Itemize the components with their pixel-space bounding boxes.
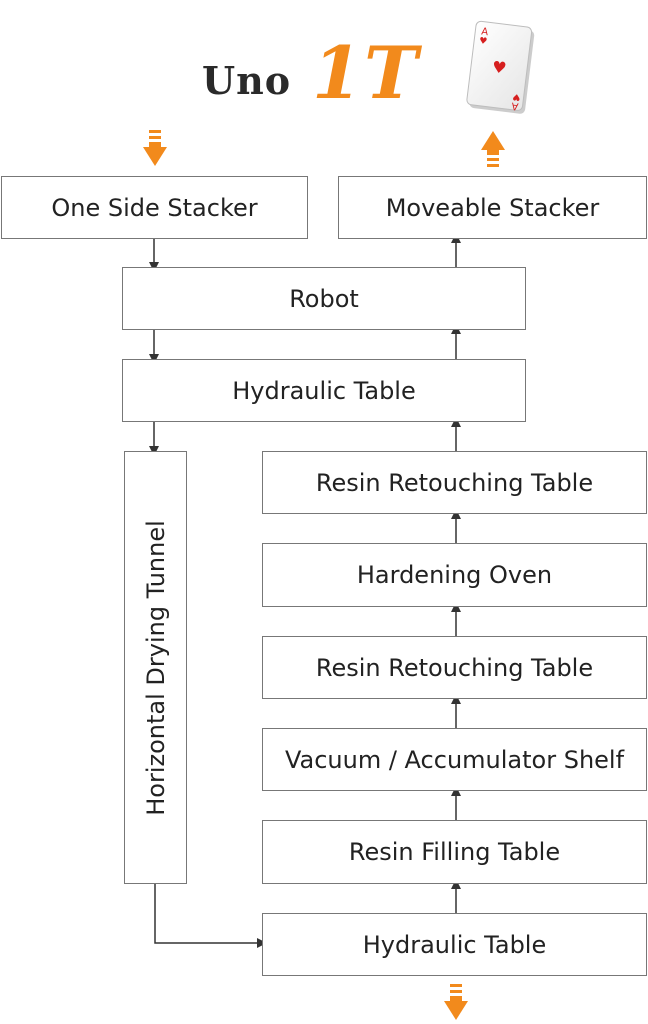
- node-moveable-stacker-label: Moveable Stacker: [385, 193, 600, 222]
- node-resin-retouching-table-1: Resin Retouching Table: [262, 451, 647, 514]
- bottom-output-arrow-icon: [444, 984, 468, 1020]
- node-hydraulic-table-top-label: Hydraulic Table: [232, 376, 416, 405]
- card-suit-center: ♥: [491, 57, 508, 78]
- node-hydraulic-table-top: Hydraulic Table: [122, 359, 526, 422]
- node-hydraulic-table-bottom: Hydraulic Table: [262, 913, 647, 976]
- title-prefix: Uno: [202, 58, 292, 103]
- node-one-side-stacker-label: One Side Stacker: [51, 193, 258, 222]
- node-vacuum-accumulator-shelf: Vacuum / Accumulator Shelf: [262, 728, 647, 791]
- node-robot-label: Robot: [289, 284, 359, 313]
- node-resin-retouching-table-2-label: Resin Retouching Table: [315, 653, 594, 682]
- node-one-side-stacker: One Side Stacker: [1, 176, 308, 239]
- output-arrow-icon: [481, 131, 505, 167]
- node-vacuum-accumulator-shelf-label: Vacuum / Accumulator Shelf: [284, 745, 625, 774]
- ace-of-hearts-card-icon: A ♥ ♥ A ♥: [466, 20, 535, 114]
- node-hydraulic-table-bottom-label: Hydraulic Table: [362, 930, 547, 959]
- node-horizontal-drying-tunnel-label: Horizontal Drying Tunnel: [141, 519, 170, 816]
- svg-text:♥: ♥: [478, 36, 487, 47]
- node-hardening-oven-label: Hardening Oven: [356, 561, 553, 589]
- input-arrow-icon: [143, 130, 167, 166]
- title-model: 1T: [312, 30, 420, 115]
- node-resin-filling-table: Resin Filling Table: [262, 820, 647, 884]
- node-resin-filling-table-label: Resin Filling Table: [348, 838, 561, 866]
- svg-text:♥: ♥: [512, 91, 521, 102]
- node-horizontal-drying-tunnel: Horizontal Drying Tunnel: [124, 451, 187, 884]
- card-rank-top: A: [481, 26, 489, 38]
- node-hardening-oven: Hardening Oven: [262, 543, 647, 607]
- card-rank-bottom: A: [511, 100, 519, 112]
- node-moveable-stacker: Moveable Stacker: [338, 176, 647, 239]
- node-resin-retouching-table-1-label: Resin Retouching Table: [315, 468, 594, 497]
- node-robot: Robot: [122, 267, 526, 330]
- node-resin-retouching-table-2: Resin Retouching Table: [262, 636, 647, 699]
- arrow-tunnel-to-bottom-hydraulic: [154, 883, 267, 948]
